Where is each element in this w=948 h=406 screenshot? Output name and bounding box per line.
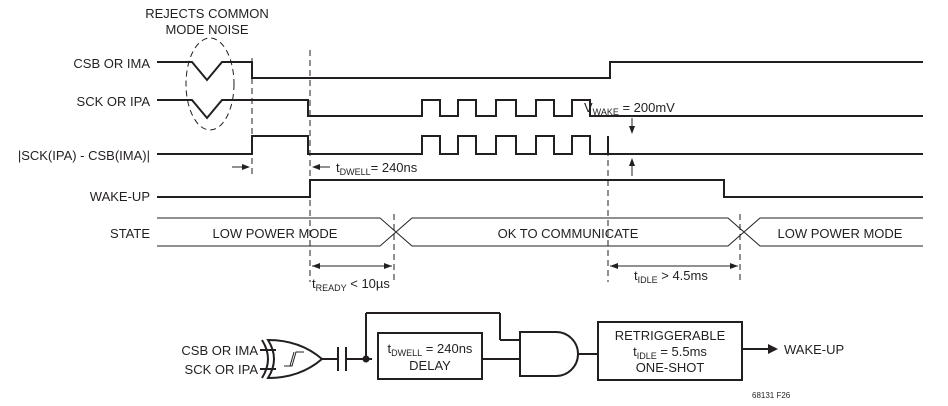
xor-gate-back (261, 339, 269, 379)
idle-arrowhead-left (610, 263, 618, 269)
dwell-arrowhead-right (312, 164, 320, 170)
noise-ellipse (185, 37, 235, 131)
noise-annotation-line1: REJECTS COMMON (145, 6, 269, 21)
ready-arrowhead-left (312, 263, 320, 269)
state-low-power-2: LOW POWER MODE (778, 226, 903, 241)
vwake-arrowhead-bottom (629, 158, 635, 166)
t-dwell-label: tDWELL= 240ns (336, 160, 418, 177)
circuit-input-a-label: CSB OR IMA (181, 343, 258, 358)
wakeup-waveform (157, 179, 923, 198)
state-bus (157, 217, 923, 247)
delay-box (377, 332, 483, 380)
vwake-arrowhead-top (629, 126, 635, 134)
signal-label-csb: CSB OR IMA (73, 56, 150, 71)
output-arrowhead (768, 344, 778, 354)
figure-id: 68131 F26 (752, 391, 791, 400)
t-idle-label: tIDLE > 4.5ms (634, 268, 708, 285)
state-ok-to-communicate: OK TO COMMUNICATE (498, 226, 639, 241)
v-wake-label: VWAKE = 200mV (584, 100, 675, 117)
circuit-output-label: WAKE-UP (784, 342, 844, 357)
signal-label-diff: |SCK(IPA) - CSB(IMA)| (18, 148, 150, 163)
oneshot-box (597, 321, 743, 381)
oneshot-line3: ONE-SHOT (636, 360, 705, 375)
oneshot-line2: tIDLE = 5.5ms (633, 344, 707, 361)
sck-waveform (157, 99, 923, 120)
dwell-arrowhead-left (242, 164, 250, 170)
signal-label-sck: SCK OR IPA (77, 94, 151, 109)
diff-waveform (157, 135, 923, 155)
state-low-power-1: LOW POWER MODE (213, 226, 338, 241)
ready-arrowhead-right (384, 263, 392, 269)
t-ready-label: tREADY < 10µs (312, 276, 390, 293)
csb-waveform (157, 61, 923, 82)
delay-box-line2: DELAY (409, 358, 451, 373)
and-gate (519, 331, 579, 377)
circuit-input-b-label: SCK OR IPA (185, 362, 259, 377)
signal-label-state: STATE (110, 226, 150, 241)
xor-gate-body (266, 338, 324, 380)
schmitt-trigger-icon (284, 351, 304, 367)
signal-label-wakeup: WAKE-UP (90, 189, 150, 204)
delay-box-line1: tDWELL = 240ns (388, 341, 473, 358)
oneshot-line1: RETRIGGERABLE (615, 328, 726, 343)
noise-annotation-line2: MODE NOISE (165, 22, 248, 37)
idle-arrowhead-right (730, 263, 738, 269)
